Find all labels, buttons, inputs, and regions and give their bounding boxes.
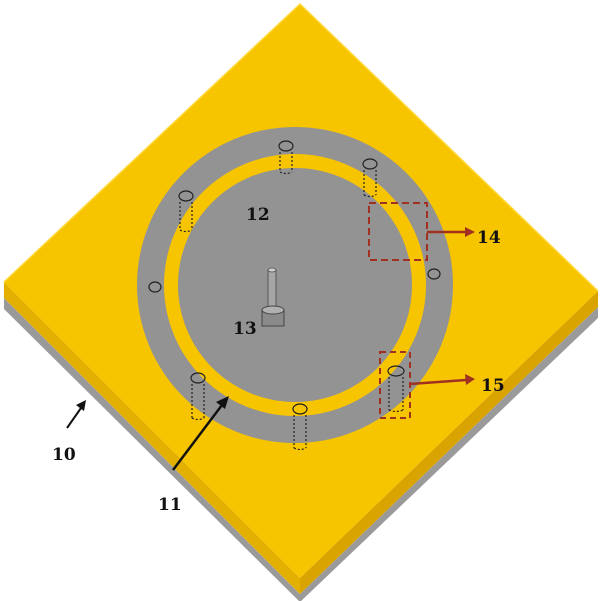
label-11: 11 [158,495,182,515]
label-12: 12 [246,205,270,225]
arrow-10-line [67,408,81,428]
label-10: 10 [52,445,76,465]
circular-patch [178,168,412,402]
label-13: 13 [233,319,257,339]
label-14: 14 [477,228,501,248]
label-15: 15 [481,376,505,396]
